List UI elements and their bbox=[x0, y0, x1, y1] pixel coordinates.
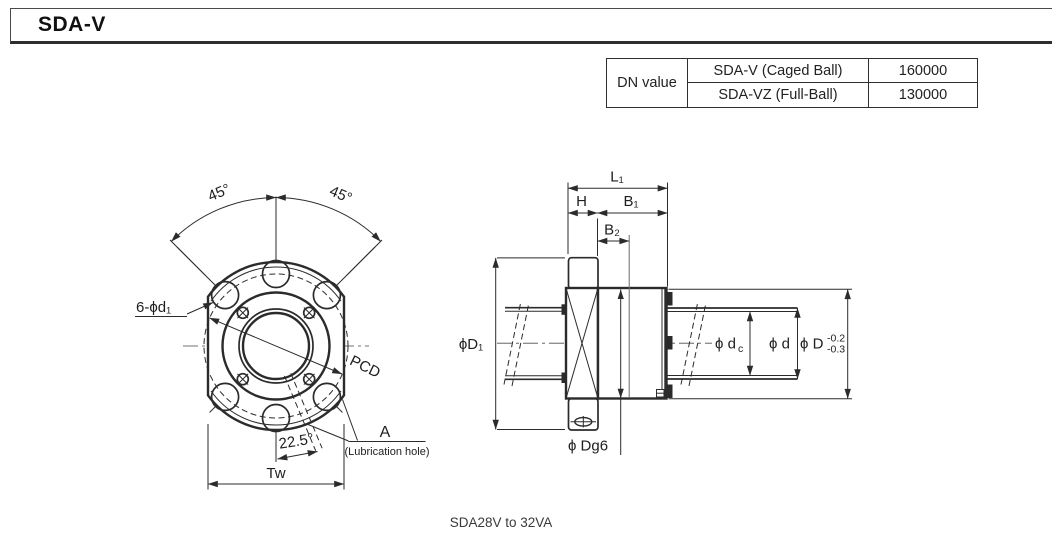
angle-right-label: 45° bbox=[327, 183, 355, 208]
bolt-hole-callout: 6-ϕd₁ bbox=[135, 299, 214, 317]
angle-left-label: 45° bbox=[205, 181, 233, 206]
seal bbox=[561, 304, 567, 315]
dn-table-row-label: SDA-V (Caged Ball) bbox=[688, 59, 869, 83]
section-header: SDA-V bbox=[10, 8, 1052, 44]
lube-ref-label: A bbox=[380, 424, 391, 441]
front-view: 45° 45° 6-ϕd₁ PCD 22.5° bbox=[135, 181, 430, 490]
end-cap bbox=[656, 288, 673, 399]
dc-dimension: ϕ d c bbox=[715, 311, 754, 376]
dn-table-header: DN value bbox=[607, 59, 688, 107]
pcd-label: PCD bbox=[347, 352, 383, 381]
figure-caption: SDA28V to 32VA bbox=[449, 515, 553, 530]
screw-shaft-right bbox=[666, 303, 798, 387]
bolt-holes bbox=[210, 259, 342, 433]
lube-note-label: (Lubrication hole) bbox=[345, 446, 430, 458]
b2-label: B₂ bbox=[604, 222, 620, 239]
dn-table-row-value: 130000 bbox=[869, 83, 977, 107]
dn-table-row-label: SDA-VZ (Full-Ball) bbox=[688, 83, 869, 107]
dn-value-table: DN value SDA-V (Caged Ball) 160000 SDA-V… bbox=[606, 58, 978, 108]
dc-label-sub: c bbox=[738, 343, 743, 355]
bolt-holes-label: 6-ϕd₁ bbox=[136, 299, 171, 316]
big-d-tol-lower: -0.3 bbox=[827, 344, 845, 356]
b1-label: B₁ bbox=[623, 193, 638, 210]
d-label: ϕ d bbox=[769, 336, 790, 353]
h-label: H bbox=[576, 193, 587, 210]
tw-label: Tw bbox=[266, 465, 285, 482]
top-dimensions: L₁ H B₁ B₂ bbox=[567, 169, 668, 287]
l1-label: L₁ bbox=[610, 169, 623, 186]
seal bbox=[561, 372, 567, 383]
lube-hole-symbol bbox=[570, 416, 596, 428]
dc-label: ϕ d bbox=[715, 336, 736, 353]
tw-dimension: Tw bbox=[207, 424, 345, 490]
flange-chamfer-arc bbox=[210, 390, 342, 426]
big-d-tol-upper: -0.2 bbox=[827, 333, 845, 345]
page-title: SDA-V bbox=[38, 13, 106, 36]
pcd-circle bbox=[203, 273, 349, 419]
flange-top-tab bbox=[567, 256, 599, 290]
dg6-dimension: ϕ Dg6 bbox=[568, 289, 624, 455]
side-view: L₁ H B₁ B₂ ϕD₁ ϕ Dg6 bbox=[459, 169, 852, 455]
lubrication-hole-callout: 22.5° A (Lubrication hole) bbox=[277, 373, 430, 461]
flange-chamfer-arc bbox=[210, 266, 342, 302]
dg6-label: ϕ Dg6 bbox=[568, 438, 608, 455]
dn-table-row-value: 160000 bbox=[869, 59, 977, 83]
screw-shaft-left bbox=[503, 303, 566, 387]
big-d-dimension: ϕ D -0.2 -0.3 bbox=[668, 288, 852, 400]
big-d-label: ϕ D bbox=[800, 336, 824, 353]
flange-cross bbox=[565, 287, 599, 399]
lube-angle-label: 22.5° bbox=[278, 430, 315, 452]
nut-cylinder bbox=[596, 286, 668, 400]
d-dimension: ϕ d bbox=[769, 307, 801, 380]
d1-dimension: ϕD₁ bbox=[459, 257, 565, 430]
d1-label: ϕD₁ bbox=[459, 336, 483, 353]
